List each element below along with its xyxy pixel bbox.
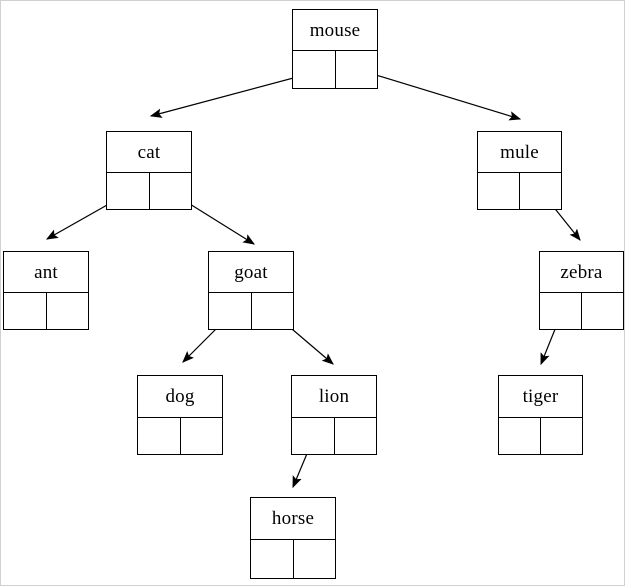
edge-mouse-to-cat — [149, 72, 313, 118]
node-label-lion: lion — [318, 386, 350, 407]
node-label-ant: ant — [34, 261, 58, 283]
node-right-pointer-zebra[interactable] — [582, 293, 623, 329]
node-left-pointer-zebra[interactable] — [540, 293, 582, 329]
tree-node-mouse[interactable]: mouse — [292, 9, 378, 89]
node-right-pointer-lion[interactable] — [335, 418, 377, 454]
node-left-pointer-mouse[interactable] — [293, 51, 336, 88]
node-right-pointer-horse[interactable] — [294, 540, 336, 578]
node-pointer-cells-lion — [292, 417, 376, 454]
node-pointer-cells-tiger — [499, 417, 582, 454]
node-pointer-cells-cat — [107, 172, 191, 209]
tree-node-goat[interactable]: goat — [208, 251, 294, 330]
node-left-pointer-cat[interactable] — [107, 173, 150, 209]
node-left-pointer-mule[interactable] — [478, 173, 520, 209]
node-right-pointer-cat[interactable] — [150, 173, 192, 209]
node-label-tiger: tiger — [522, 386, 559, 407]
node-right-pointer-tiger[interactable] — [541, 418, 582, 454]
node-pointer-cells-zebra — [540, 292, 623, 329]
tree-node-horse[interactable]: horse — [250, 497, 336, 579]
node-left-pointer-dog[interactable] — [138, 418, 181, 454]
node-left-pointer-lion[interactable] — [292, 418, 335, 454]
node-label-cat: cat — [137, 141, 161, 163]
tree-node-cat[interactable]: cat — [106, 131, 192, 210]
node-right-pointer-mouse[interactable] — [336, 51, 378, 88]
tree-node-lion[interactable]: lion — [291, 375, 377, 455]
tree-node-tiger[interactable]: tiger — [498, 375, 583, 455]
node-pointer-cells-ant — [4, 292, 88, 329]
node-pointer-cells-goat — [209, 292, 293, 329]
node-right-pointer-dog[interactable] — [181, 418, 223, 454]
node-label-goat: goat — [234, 261, 268, 283]
edge-mouse-to-mule — [352, 67, 522, 121]
tree-node-mule[interactable]: mule — [477, 131, 562, 210]
node-right-pointer-goat[interactable] — [252, 293, 294, 329]
node-label-mule: mule — [500, 141, 539, 163]
tree-node-dog[interactable]: dog — [137, 375, 223, 455]
node-pointer-cells-mouse — [293, 50, 377, 88]
node-pointer-cells-horse — [251, 539, 335, 578]
node-left-pointer-goat[interactable] — [209, 293, 252, 329]
node-pointer-cells-dog — [138, 417, 222, 454]
node-right-pointer-mule[interactable] — [520, 173, 561, 209]
tree-node-ant[interactable]: ant — [3, 251, 89, 330]
tree-node-zebra[interactable]: zebra — [539, 251, 624, 330]
node-left-pointer-tiger[interactable] — [499, 418, 541, 454]
node-label-mouse: mouse — [309, 19, 361, 41]
node-left-pointer-ant[interactable] — [4, 293, 47, 329]
node-left-pointer-horse[interactable] — [251, 540, 294, 578]
node-pointer-cells-mule — [478, 172, 561, 209]
node-label-horse: horse — [271, 508, 315, 529]
node-label-dog: dog — [165, 386, 195, 407]
node-right-pointer-ant[interactable] — [47, 293, 89, 329]
node-label-zebra: zebra — [560, 261, 603, 283]
